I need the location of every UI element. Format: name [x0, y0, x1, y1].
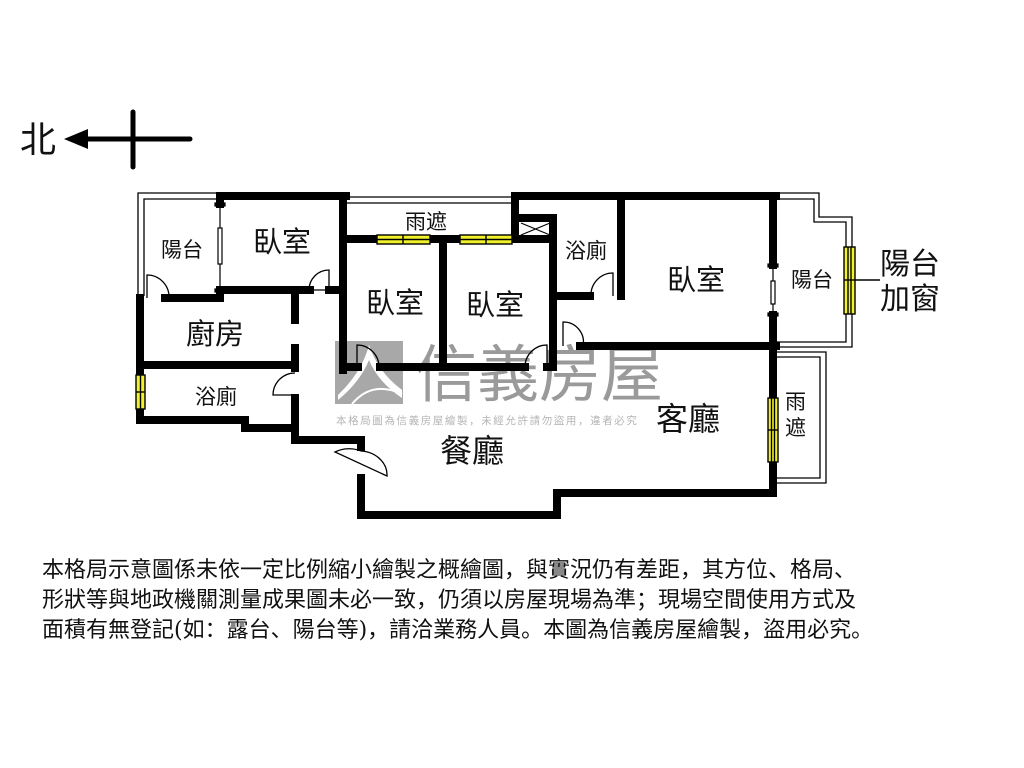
watermark-notice: 本格局圖為信義房屋繪製，未經允許請勿盜用，違者必究	[336, 414, 639, 427]
room-bedroom-nw: 臥室	[253, 225, 311, 259]
callout-line1: 陽台	[880, 247, 940, 282]
room-bedroom-mid1: 臥室	[366, 286, 424, 320]
disclaimer-line3: 面積有無登記(如：露台、陽台等)，請洽業務人員。本圖為信義房屋繪製，盜用必究。	[42, 618, 874, 643]
watermark: 信義房屋 本格局圖為信義房屋繪製，未經允許請勿盜用，違者必究	[335, 338, 663, 427]
disclaimer: 本格局示意圖係未依一定比例縮小繪製之概繪圖，與實況仍有差距，其方位、格局、 形狀…	[42, 556, 1017, 646]
room-bedroom-mid2: 臥室	[466, 288, 524, 322]
room-kitchen: 廚房	[186, 317, 244, 351]
room-living: 客廳	[656, 400, 720, 438]
room-bathroom-w: 浴廁	[195, 385, 237, 409]
swing-doors	[146, 269, 614, 477]
room-canopy-e-2: 遮	[785, 416, 806, 440]
compass: 北	[20, 109, 193, 170]
disclaimer-line2: 形狀等與地政機關測量成果圖未必一致，仍須以房屋現場為準；現場空間使用方式及	[42, 588, 857, 613]
north-arrow-icon	[64, 109, 193, 170]
balcony-outlines	[137, 192, 853, 484]
room-balcony-nw: 陽台	[161, 238, 203, 262]
north-label: 北	[20, 120, 56, 161]
room-dining: 餐廳	[440, 432, 504, 470]
floor-plan: 北 信義房屋 本格局圖為信義房屋繪製，未經允許請勿盜用，違者必究	[20, 109, 940, 519]
room-bedroom-master: 臥室	[667, 263, 725, 297]
walls	[136, 192, 780, 519]
disclaimer-line1: 本格局示意圖係未依一定比例縮小繪製之概繪圖，與實況仍有差距，其方位、格局、	[42, 558, 857, 583]
room-canopy-top: 雨遮	[405, 210, 447, 234]
watermark-brand: 信義房屋	[415, 338, 663, 411]
shaft-icon	[520, 222, 551, 236]
room-bathroom-e: 浴廁	[565, 239, 607, 263]
windows	[135, 234, 856, 463]
sliding-doors	[214, 202, 779, 317]
callout-line2: 加窗	[880, 282, 940, 317]
room-balcony-se: 陽台	[791, 268, 833, 292]
room-canopy-e-1: 雨	[785, 390, 806, 414]
